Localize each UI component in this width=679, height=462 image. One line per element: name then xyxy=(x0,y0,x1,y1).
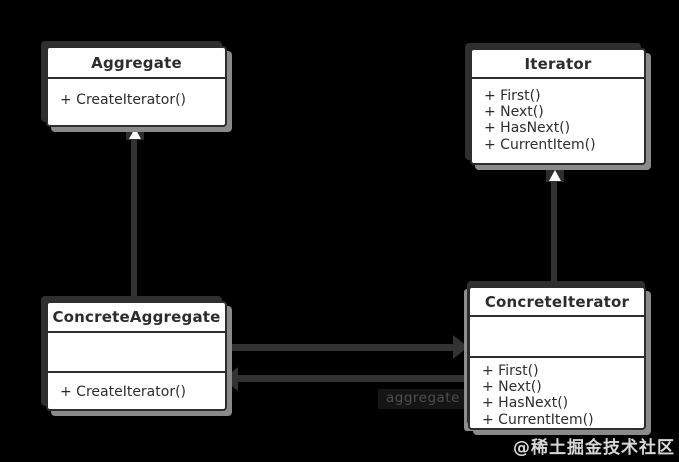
class-name: ConcreteIterator xyxy=(470,288,644,317)
method-item: + HasNext() xyxy=(482,395,569,412)
method-item: + CurrentItem() xyxy=(484,136,596,153)
inheritance-line-aggregate xyxy=(131,138,137,304)
methods-compartment: + First() + Next() + HasNext() + Current… xyxy=(470,358,644,433)
method-item: + CreateIterator() xyxy=(60,384,186,400)
class-box-aggregate: Aggregate + CreateIterator() xyxy=(46,46,227,127)
inheritance-triangle-icon xyxy=(546,167,564,182)
inheritance-line-iterator xyxy=(551,180,557,289)
class-box-iterator: Iterator + First() + Next() + HasNext() … xyxy=(470,48,646,165)
association-arrowhead-icon xyxy=(453,335,468,359)
methods-compartment: + CreateIterator() xyxy=(48,373,225,411)
method-item: + HasNext() xyxy=(484,120,571,137)
method-item: + Next() xyxy=(482,379,542,396)
class-box-concrete-iterator: ConcreteIterator + First() + Next() + Ha… xyxy=(468,286,646,430)
method-item: + First() xyxy=(482,363,539,379)
methods-compartment: + CreateIterator() xyxy=(48,79,225,121)
method-item: + Next() xyxy=(484,104,544,121)
association-line-create xyxy=(227,344,454,351)
association-role-label: aggregate xyxy=(378,389,468,409)
methods-compartment: + First() + Next() + HasNext() + Current… xyxy=(472,79,644,162)
class-name: Iterator xyxy=(472,50,644,79)
inheritance-triangle-icon xyxy=(126,125,144,140)
class-name: ConcreteAggregate xyxy=(48,303,225,333)
method-item: + CurrentItem() xyxy=(482,411,594,428)
method-item: + First() xyxy=(484,88,541,104)
attributes-compartment xyxy=(48,333,225,373)
watermark-text: @稀土掘金技术社区 xyxy=(513,438,675,458)
class-name: Aggregate xyxy=(48,48,225,79)
association-line-aggregate xyxy=(237,375,470,382)
class-box-concrete-aggregate: ConcreteAggregate + CreateIterator() xyxy=(46,301,227,411)
attributes-compartment xyxy=(470,317,644,358)
method-item: + CreateIterator() xyxy=(60,92,186,108)
